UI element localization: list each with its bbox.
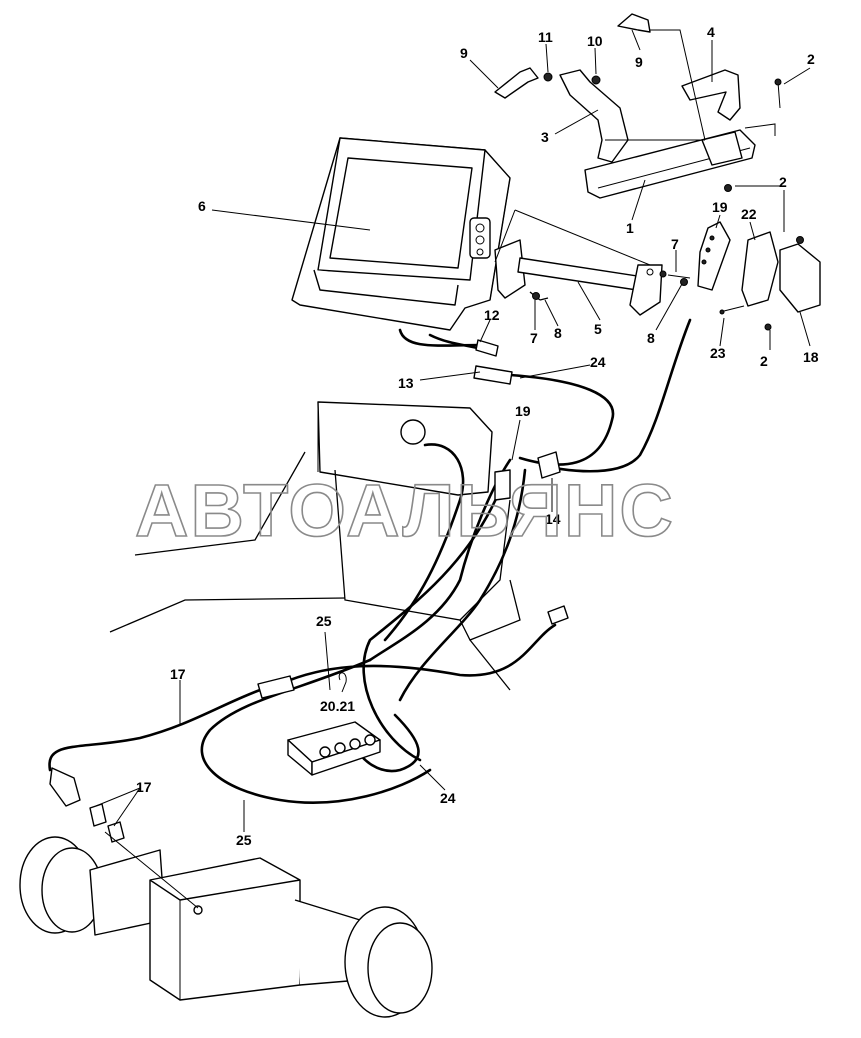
callout-9-top: 9 — [635, 54, 643, 70]
callout-13: 13 — [398, 375, 414, 391]
watermark-text: АВТОАЛЬЯНС — [135, 469, 675, 552]
callout-8-right: 8 — [647, 330, 655, 346]
mount-arm — [494, 209, 691, 316]
drive-axle — [19, 831, 433, 1018]
callout-1: 1 — [626, 220, 634, 236]
callout-10: 10 — [587, 33, 603, 49]
leader-lines — [95, 29, 811, 832]
side-brackets — [697, 190, 821, 331]
callout-4: 4 — [707, 24, 715, 40]
callout-23: 23 — [710, 345, 726, 361]
callout-25-bottom: 25 — [236, 832, 252, 848]
display-monitor — [291, 137, 511, 331]
callout-14: 14 — [545, 511, 561, 527]
callout-3: 3 — [541, 129, 549, 145]
callout-12: 12 — [484, 307, 500, 323]
callout-24-top: 24 — [590, 354, 606, 370]
callout-11: 11 — [538, 29, 553, 45]
callout-7-right: 7 — [671, 236, 679, 252]
callout-25-top: 25 — [316, 613, 332, 629]
callout-20-21: 20.21 — [320, 698, 355, 714]
control-levers — [494, 13, 782, 199]
callout-19-top: 19 — [712, 199, 728, 215]
callout-2-top: 2 — [807, 51, 815, 67]
callout-2-bottom: 2 — [760, 353, 768, 369]
callout-9-left: 9 — [460, 45, 468, 61]
callout-24-bottom: 24 — [440, 790, 456, 806]
callout-19-mid: 19 — [515, 403, 531, 419]
callout-5: 5 — [594, 321, 602, 337]
callout-6: 6 — [198, 198, 206, 214]
callout-labels: 9 11 10 9 4 2 3 1 6 2 19 22 7 7 8 5 8 12… — [136, 24, 819, 848]
callout-7-left: 7 — [530, 330, 538, 346]
callout-8-left: 8 — [554, 325, 562, 341]
cables — [48, 318, 692, 804]
callout-2-right: 2 — [779, 174, 787, 190]
callout-17-bottom: 17 — [136, 779, 152, 795]
callout-17-top: 17 — [170, 666, 186, 682]
callout-22: 22 — [741, 206, 757, 222]
junction-block — [287, 672, 381, 776]
callout-18: 18 — [803, 349, 819, 365]
